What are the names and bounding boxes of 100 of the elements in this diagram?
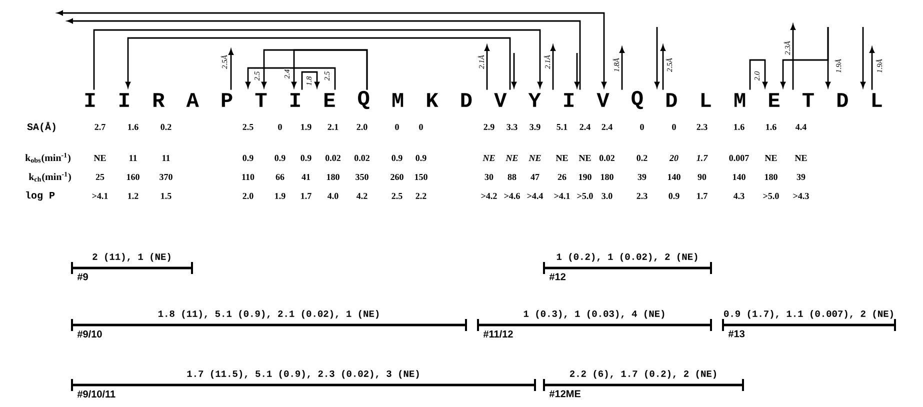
- residue-letter: L: [872, 93, 882, 107]
- value-text: 0: [278, 124, 282, 130]
- value-text: 260: [390, 174, 404, 180]
- residue-letter: D: [838, 93, 848, 107]
- arrow: [574, 53, 580, 88]
- value-text: 150: [414, 174, 428, 180]
- value-text: 4.0: [328, 192, 338, 200]
- arrow: [292, 49, 368, 90]
- residue-letter: L: [701, 93, 711, 107]
- value-text: NE: [764, 155, 777, 161]
- value-text: 180: [764, 174, 778, 180]
- arrow: [790, 24, 796, 90]
- fragment-bar: 1 (0.2), 1 (0.02), 2 (NE) #12: [543, 252, 712, 280]
- value-text: 180: [600, 174, 614, 180]
- arrow: [246, 67, 336, 90]
- value-text: 3.9: [530, 124, 540, 130]
- fragment-bar: 2 (11), 1 (NE) #9: [71, 252, 193, 280]
- residue-letter: I: [564, 93, 574, 107]
- arrow: [860, 27, 866, 88]
- value-text: >5.0: [763, 192, 779, 200]
- fragment-bar: 1 (0.3), 1 (0.03), 4 (NE) #11/12: [477, 310, 712, 338]
- value-text: NE: [94, 155, 106, 161]
- value-text: 2.5: [242, 124, 254, 130]
- node-label: 1 (0.3), 1 (0.03), 4 (NE): [524, 310, 664, 319]
- value-text: 4.2: [356, 192, 368, 200]
- value-text: NE: [506, 155, 518, 161]
- node-label: 2 (11), 1 (NE): [92, 252, 170, 262]
- value-text: 25: [96, 174, 104, 180]
- value-text: 47: [530, 174, 540, 180]
- residue-letter: I: [85, 93, 95, 107]
- value-text: 5.1: [556, 124, 568, 130]
- residue-letter: I: [290, 93, 300, 107]
- node-label: #11/12: [483, 330, 513, 338]
- fragment-bar: 1.7 (11.5), 5.1 (0.9), 2.3 (0.02), 3 (NE) #9/10/11: [71, 370, 536, 398]
- value-text: 140: [732, 174, 746, 180]
- node-label: 2.2 (6), 1.7 (0.2), 2 (NE): [570, 370, 716, 379]
- arrow: [301, 71, 320, 90]
- row-header: k$_{obs}$(min$^{-1}$): [25, 152, 70, 164]
- value-text: >4.1: [554, 192, 570, 200]
- node-label: #12ME: [549, 390, 581, 398]
- residue-letter: M: [734, 93, 746, 107]
- arrow: [870, 47, 874, 90]
- value-text: 0.2: [636, 154, 648, 162]
- value-text: 90: [698, 174, 706, 180]
- arrow: [654, 27, 660, 88]
- value-text: 0.9: [242, 154, 254, 162]
- value-text: NE: [578, 155, 591, 161]
- value-text: 2.4: [602, 124, 612, 130]
- row-header: log P: [26, 191, 55, 201]
- value-text: 1.7: [697, 192, 708, 200]
- node-label: 1.8 (11), 5.1 (0.9), 2.1 (0.02), 1 (NE): [158, 310, 379, 319]
- value-text: 2.5: [392, 192, 402, 200]
- value-text: 39: [638, 174, 646, 180]
- value-text: 0.9: [668, 192, 680, 200]
- value-text: 0.02: [599, 154, 614, 162]
- arrow: [93, 29, 542, 90]
- value-text: 2.3: [696, 124, 708, 130]
- value-text: 88: [508, 174, 516, 180]
- value-text: 2.7: [94, 124, 106, 130]
- value-text: 4.4: [796, 124, 806, 130]
- value-text: 3.0: [602, 192, 612, 200]
- value-text: 30: [484, 174, 494, 180]
- fragment-bar: 1.8 (11), 5.1 (0.9), 2.1 (0.02), 1 (NE) #9/10: [71, 310, 467, 338]
- value-text: >4.6: [504, 192, 520, 200]
- value-text: 0.2: [160, 124, 172, 130]
- value-text: 39: [796, 174, 806, 180]
- value-text: 0.007: [729, 154, 749, 162]
- value-text: 0: [672, 124, 676, 130]
- fragment-bar: 0.9 (1.7), 1.1 (0.007), 2 (NE) #13: [722, 310, 896, 338]
- value-text: 140: [668, 174, 680, 180]
- residue-letter: V: [494, 93, 507, 107]
- value-text: 1.9: [301, 124, 312, 130]
- arrow: [550, 45, 556, 90]
- value-text: 190: [578, 174, 592, 180]
- row-header: k$_{ch}$(min$^{-1}$): [28, 172, 71, 182]
- arrow: [780, 27, 829, 88]
- node-label: 1.7 (11.5), 5.1 (0.9), 2.3 (0.02), 3 (NE): [187, 370, 419, 379]
- value-text: 41: [302, 174, 310, 180]
- value-text: 11: [129, 155, 137, 161]
- residue-letter: K: [427, 93, 438, 107]
- value-text: 160: [126, 174, 140, 180]
- value-text: 0.02: [325, 154, 340, 162]
- value-text: 20: [669, 154, 678, 162]
- value-text: >4.3: [793, 192, 809, 200]
- value-text: 0.02: [354, 154, 370, 162]
- value-text: 0.9: [274, 154, 286, 162]
- value-text: >4.1: [92, 192, 108, 200]
- arrow: [126, 37, 511, 90]
- node-label: #9/10: [77, 330, 102, 338]
- value-text: 2.0: [356, 124, 368, 130]
- row-header: SA(Å): [27, 122, 56, 132]
- residue-letter: Q: [632, 90, 643, 110]
- node-label: 0.9 (1.7), 1.1 (0.007), 2 (NE): [724, 310, 893, 319]
- arrow: [484, 45, 490, 90]
- residue-letter: P: [222, 93, 232, 107]
- residue-letter: D: [461, 93, 472, 107]
- value-text: 0: [640, 124, 644, 130]
- arrow: [620, 47, 624, 90]
- fragment-bar: 2.2 (6), 1.7 (0.2), 2 (NE) #12ME: [543, 370, 744, 398]
- value-text: 110: [242, 174, 254, 180]
